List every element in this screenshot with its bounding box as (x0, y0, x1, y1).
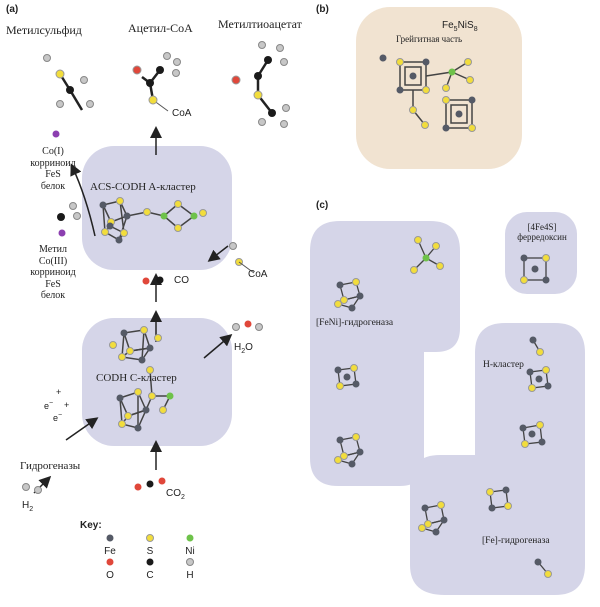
label-electron-1: e− (44, 400, 54, 411)
methyl-thioacetate-molecule (256, 59, 273, 114)
co-atom-2 (58, 229, 66, 237)
label-methyl-thioacetate: Метилтиоацетат (218, 17, 302, 31)
h-atom-methyl-1 (69, 202, 77, 210)
label-co: CO (174, 275, 189, 286)
label-proton-2: + (64, 400, 70, 410)
arrow-codh-to-h2o (203, 334, 233, 359)
label-methyl-co-iii-protein: Метил Co(III) корриноид FeS белок (30, 244, 76, 301)
label-co-i-protein: Co(I) корриноид FeS белок (30, 146, 76, 192)
fe-hydrogenase-region (410, 323, 585, 595)
greigite-region (356, 7, 522, 169)
key-title: Key: (80, 520, 102, 531)
key-label-c: C (146, 570, 154, 581)
panel-label-a: (a) (6, 4, 19, 15)
label-fe5nis8: Fe5NiS8 (442, 20, 478, 33)
label-hydrogenases: Гидрогеназы (20, 460, 81, 472)
key-label-ni: Ni (185, 546, 195, 557)
key-label-s: S (146, 546, 154, 557)
ferredoxin-region (505, 212, 577, 294)
methyl-sulfide-atoms (43, 54, 94, 108)
arrow-electrons-to-codh (65, 417, 99, 441)
key-dots (106, 534, 194, 566)
label-coa-acetyl: CoA (172, 108, 192, 119)
label-h2o: H2O (234, 342, 253, 355)
label-h2: H2 (22, 500, 34, 513)
key-label-h: H (186, 570, 194, 581)
label-codh-c: CODH C-кластер (96, 372, 177, 384)
label-co2: CO2 (166, 488, 185, 501)
label-acetyl-coa: Ацетил-CoA (128, 21, 193, 35)
label-proton-1: + (56, 387, 62, 397)
c-atom-methyl (57, 213, 65, 221)
label-coa: CoA (248, 269, 268, 280)
label-methyl-sulfide: Метилсульфид (6, 23, 82, 37)
label-feni-hydrogenase: [FeNi]-гидрогеназа (316, 318, 394, 328)
key-label-fe: Fe (104, 546, 116, 557)
h-atom-methyl-2 (73, 212, 81, 220)
label-h-cluster: H-кластер (483, 360, 524, 370)
panel-label-c: (c) (316, 200, 329, 211)
label-fe-hydrogenase: [Fe]-гидрогеназа (482, 536, 550, 546)
feni-hydrogenase-region (310, 221, 460, 486)
label-ferredoxin: [4Fe4S] ферредоксин (517, 222, 567, 243)
label-greigite: Грейгитная часть (396, 34, 463, 44)
co-atom-1 (52, 130, 60, 138)
label-acs-codh: ACS-CODH A-кластер (90, 181, 196, 193)
key-label-o: O (106, 570, 114, 581)
panel-label-b: (b) (316, 4, 329, 15)
label-electron-2: e− (53, 412, 63, 423)
arrow-methyl-transfer (70, 163, 96, 237)
arrow-coa-to-acs (207, 245, 229, 262)
codh-c-cluster-region (82, 318, 232, 446)
